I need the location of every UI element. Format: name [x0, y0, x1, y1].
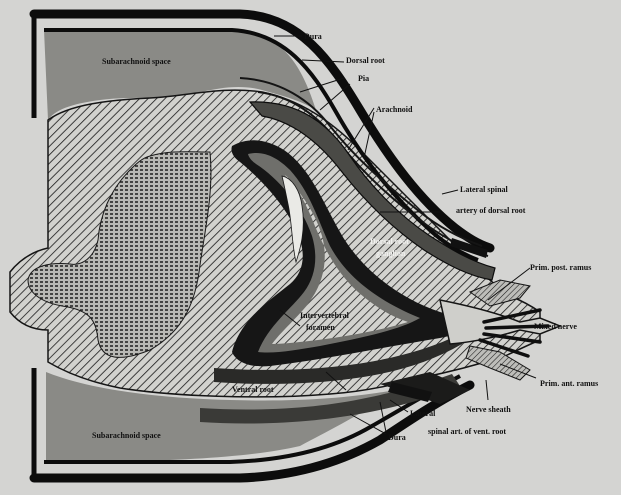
label-dorsal-root: Dorsal root: [346, 56, 385, 65]
label-mixed-nerve: Mixed nerve: [534, 322, 577, 331]
label-ventral-root: Ventral root: [232, 385, 274, 394]
label-arachnoid: Arachnoid: [376, 105, 413, 114]
label-subarachnoid-space-bottom: Subarachnoid space: [92, 431, 161, 440]
label-intervertebral-foramen-1: Intervertebral: [300, 311, 350, 320]
label-prim-ant-ramus: Prim. ant. ramus: [540, 379, 598, 388]
label-subarachnoid-space-top: Subarachnoid space: [102, 57, 171, 66]
label-prim-post-ramus: Prim. post. ramus: [530, 263, 591, 272]
label-dorsal-root-ganglion-2: ganglion: [376, 249, 406, 258]
label-lateral-spinal: Lateral spinal: [460, 185, 509, 194]
label-pia: Pia: [358, 74, 369, 83]
label-artery-of-dorsal-root: artery of dorsal root: [456, 206, 526, 215]
label-dura-top: Dura: [304, 32, 322, 41]
label-lateral-1: Lateral: [410, 409, 436, 418]
label-dura-bottom: Dura: [388, 433, 406, 442]
label-nerve-sheath: Nerve sheath: [466, 405, 511, 414]
label-intervertebral-foramen-2: foramen: [306, 323, 335, 332]
label-dorsal-root-ganglion-1: Dorsal root: [370, 237, 409, 246]
label-lateral-2: spinal art. of vent. root: [428, 427, 506, 436]
